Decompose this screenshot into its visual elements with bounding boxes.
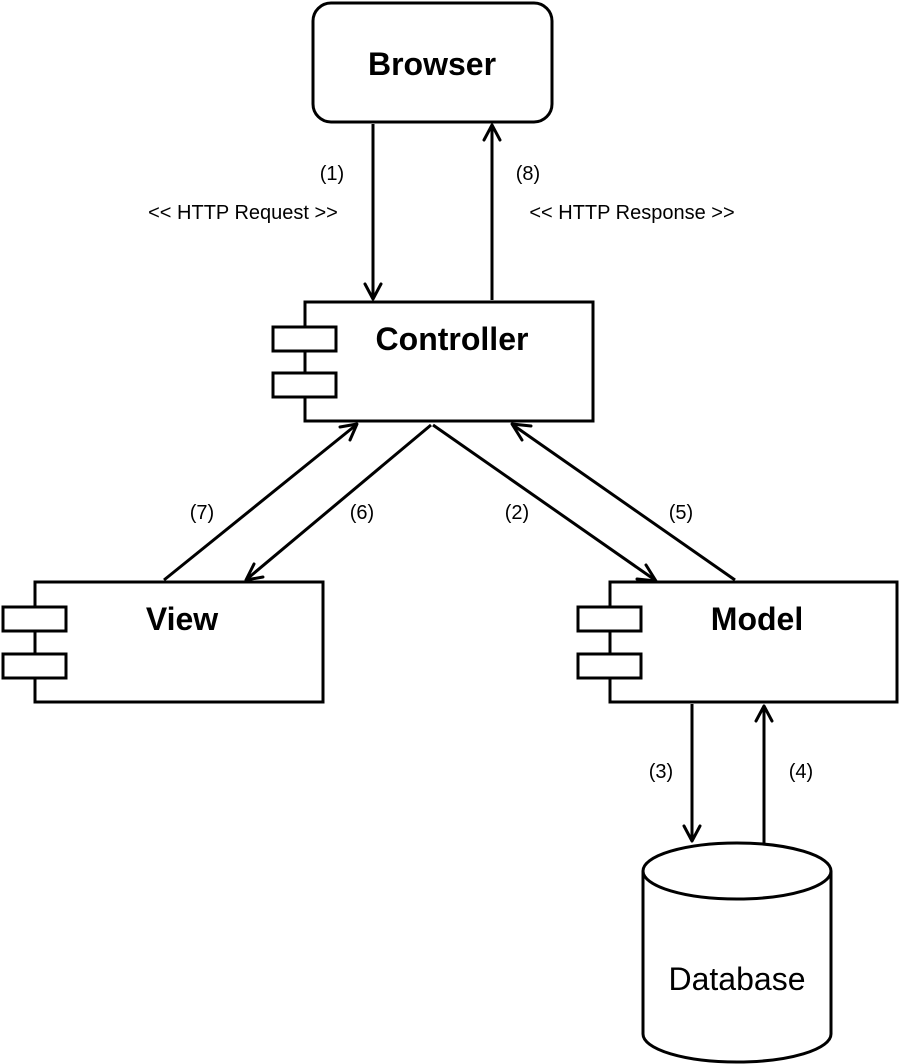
edge-8-stereotype: << HTTP Response >>	[529, 202, 734, 224]
edge-8-label: (8)	[516, 163, 540, 185]
browser-label: Browser	[368, 46, 496, 82]
database-node[interactable]: Database	[641, 841, 833, 1064]
edge-7-label: (7)	[190, 502, 214, 524]
edge-6-label: (6)	[350, 502, 374, 524]
edge-1-http-request: (1) << HTTP Request >>	[148, 124, 383, 301]
edge-7: (7)	[163, 422, 359, 582]
component-port-icon	[576, 605, 643, 633]
edge-1-stereotype: << HTTP Request >>	[148, 202, 338, 224]
edge-8-http-response: (8) << HTTP Response >>	[482, 123, 735, 300]
component-port-icon	[271, 325, 338, 353]
model-node[interactable]: Model	[576, 580, 899, 704]
view-label: View	[146, 601, 218, 637]
edge-4-label: (4)	[789, 761, 813, 783]
edge-3: (3)	[649, 704, 702, 843]
component-port-icon	[1, 652, 68, 680]
browser-node[interactable]: Browser	[311, 1, 554, 124]
controller-node[interactable]: Controller	[271, 300, 595, 423]
component-port-icon	[576, 652, 643, 680]
view-node[interactable]: View	[1, 580, 325, 704]
edge-5: (5)	[510, 422, 736, 582]
component-port-icon	[271, 371, 338, 399]
database-label: Database	[669, 961, 806, 997]
edge-1-label: (1)	[320, 163, 344, 185]
edge-4: (4)	[754, 704, 813, 843]
controller-label: Controller	[376, 321, 529, 357]
edge-2-label: (2)	[505, 502, 529, 524]
edge-3-label: (3)	[649, 761, 673, 783]
edge-2: (2)	[432, 423, 658, 583]
edge-5-label: (5)	[669, 502, 693, 524]
component-port-icon	[1, 605, 68, 633]
model-label: Model	[711, 601, 803, 637]
edge-6: (6)	[244, 423, 432, 582]
